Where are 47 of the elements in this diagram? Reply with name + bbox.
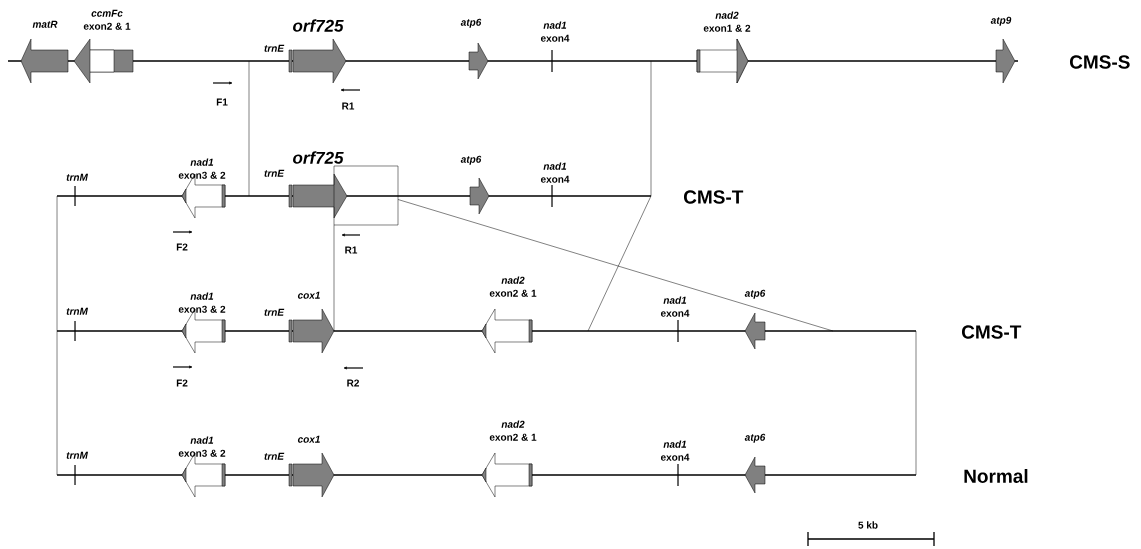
track-label: CMS-T: [962, 325, 1022, 339]
primer-label: R1: [345, 246, 358, 254]
track-label: Normal: [964, 469, 1028, 483]
gene-label: atp9: [990, 16, 1012, 26]
gene-label: atp6: [460, 18, 482, 28]
scale-label: 5 kb: [858, 521, 878, 529]
connector-line: [587, 195, 652, 332]
gene-label: trnE: [264, 308, 285, 316]
primer-label: F2: [176, 379, 188, 387]
gene-label: nad1 exon4: [540, 162, 570, 183]
primer-label: F1: [216, 98, 228, 106]
gene-label: trnE: [264, 452, 285, 460]
gene-label: nad1 exon3 & 2: [178, 158, 226, 179]
gene-label: nad1 exon3 & 2: [178, 436, 226, 457]
gene-label: atp6: [744, 289, 766, 299]
connector-line: [56, 195, 58, 476]
track-label: CMS-S: [1070, 55, 1130, 69]
primer-label: R1: [342, 102, 355, 110]
gene-label: nad1 exon4: [540, 21, 570, 42]
gene-label: trnE: [264, 44, 285, 52]
gene-label: orf725: [293, 151, 344, 164]
connector-line: [333, 224, 335, 332]
gene-label: orf725: [293, 19, 344, 32]
connector-line: [397, 199, 834, 332]
gene-label: nad1 exon4: [660, 296, 690, 317]
connector-line: [248, 60, 250, 197]
gene-label: cox1: [297, 435, 320, 443]
gene-label: atp6: [744, 433, 766, 443]
connector-line: [650, 60, 652, 197]
zoom-frame: [333, 165, 399, 226]
track-label: CMS-T: [684, 190, 744, 204]
gene-label: atp6: [460, 155, 482, 165]
gene-label: ccmFc exon2 & 1: [83, 9, 131, 30]
gene-label: trnE: [264, 169, 285, 177]
primer-label: R2: [347, 379, 359, 387]
gene-label: cox1: [297, 291, 320, 299]
gene-label: trnM: [66, 307, 89, 315]
gene-label: matR: [32, 20, 58, 28]
primer-label: F2: [176, 243, 188, 251]
connector-line: [915, 330, 917, 476]
gene-label: trnM: [66, 173, 89, 181]
gene-label: nad2 exon2 & 1: [489, 420, 537, 441]
gene-label: nad2 exon1 & 2: [703, 11, 751, 32]
gene-label: nad1 exon4: [660, 440, 690, 461]
gene-label: nad2 exon2 & 1: [489, 276, 537, 297]
gene-label: trnM: [66, 451, 89, 459]
gene-label: nad1 exon3 & 2: [178, 292, 226, 313]
